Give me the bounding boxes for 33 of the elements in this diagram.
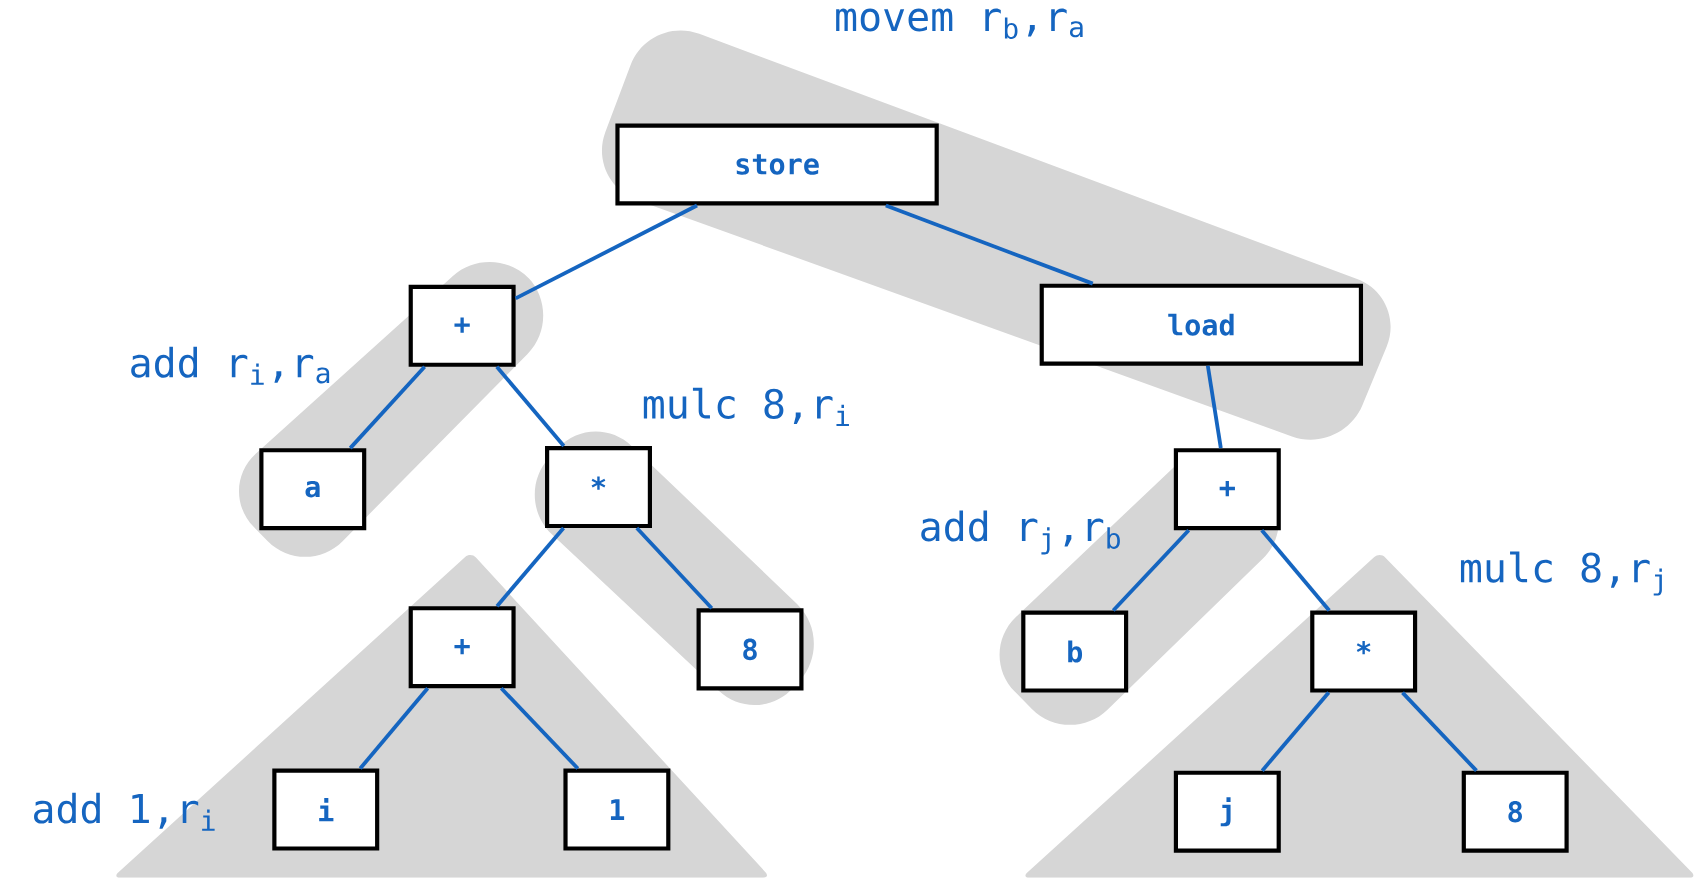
tree-edge: [635, 526, 714, 610]
tree-edge: [885, 203, 1094, 286]
tree-node-box: *: [545, 446, 652, 529]
instruction-label: movem r$_{b}$,r$_{a}$: [836, 8, 1083, 40]
tree-edge: [495, 365, 566, 448]
tree-node-box: +: [1173, 448, 1281, 531]
tree-node-box: 8: [1461, 770, 1569, 853]
tree-edge: [1205, 365, 1223, 449]
tree-node-box: store: [615, 123, 939, 206]
instruction-label: add 1,r$_{i}$: [34, 792, 215, 831]
instruction-label: mulc 8,r$_{i}$: [643, 387, 849, 427]
tree-edge: [1111, 529, 1191, 612]
tree-edge: [1260, 529, 1331, 612]
tree-node-box: load: [1039, 283, 1364, 366]
tree-edge: [499, 687, 580, 770]
tree-node-box: 8: [696, 608, 804, 691]
tree-edge: [1260, 691, 1331, 773]
instruction-label: add r$_{i}$,r$_{a}$: [131, 346, 330, 385]
tree-node-box: b: [1021, 610, 1129, 693]
instruction-label: mulc 8,r$_{j}$: [1460, 551, 1662, 596]
tree-node-box: i: [272, 768, 380, 851]
instruction-label: add r$_{j}$,r$_{b}$: [921, 510, 1120, 555]
tree-node-box: *: [1310, 610, 1418, 693]
tree-edge: [1401, 691, 1478, 773]
tree-edge: [514, 204, 698, 301]
tree-edge: [358, 687, 430, 770]
tree-edge: [495, 526, 565, 608]
tree-node-box: +: [408, 284, 516, 367]
tree-node-box: 1: [563, 768, 671, 851]
tree-node-box: j: [1173, 770, 1281, 853]
tree-edge: [348, 365, 427, 450]
tree-node-box: +: [408, 606, 516, 689]
tree-node-box: a: [259, 448, 367, 531]
